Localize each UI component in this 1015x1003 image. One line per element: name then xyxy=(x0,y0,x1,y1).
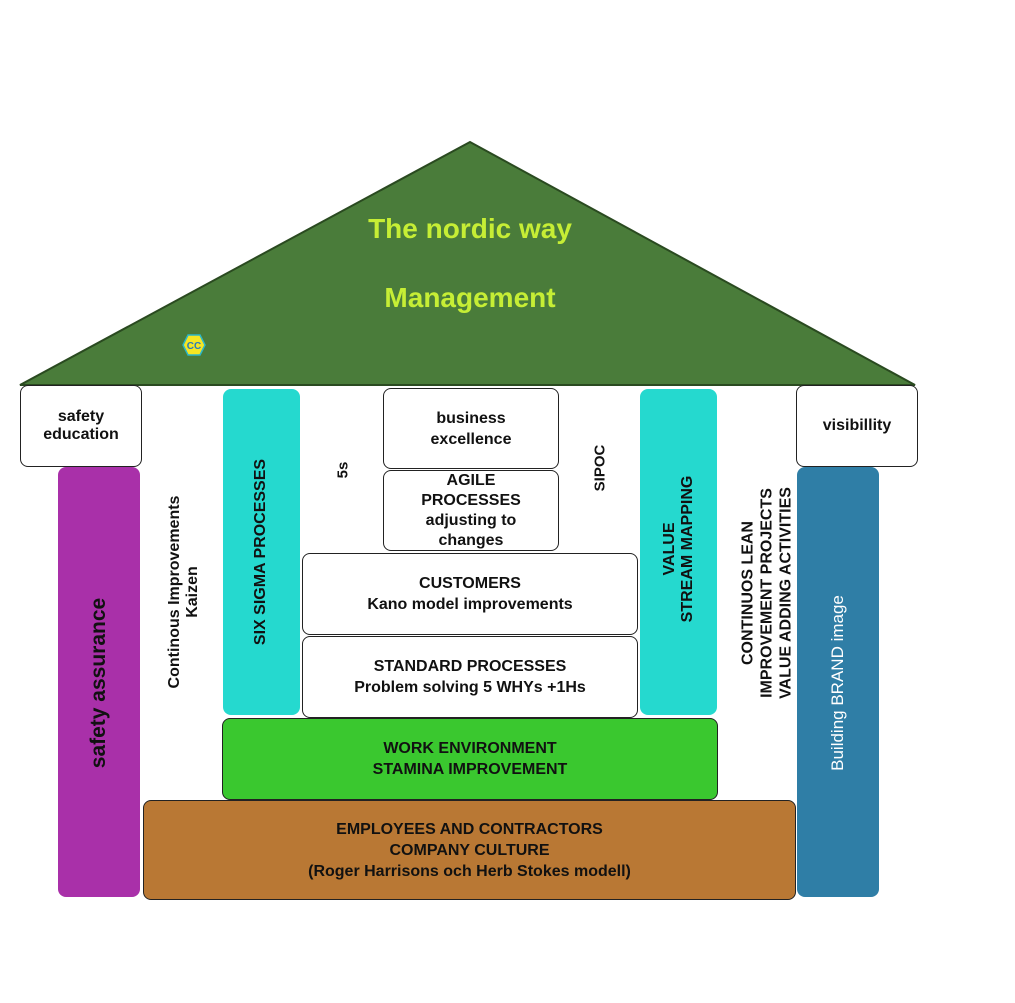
employees-line2: COMPANY CULTURE xyxy=(389,841,550,859)
work-environment-box: WORK ENVIRONMENT STAMINA IMPROVEMENT xyxy=(222,718,718,800)
sipoc-label: SIPOC xyxy=(591,444,609,492)
cc-logo-text: CC xyxy=(187,341,201,352)
safety-assurance-pillar xyxy=(58,467,140,897)
agile-line4: changes xyxy=(438,531,504,549)
roof-title-line2: Management xyxy=(384,282,556,313)
value-stream-label: VALUE STREAM MAPPING xyxy=(661,476,697,623)
safety-assurance-label: safety assurance xyxy=(87,597,110,769)
five-s-label: 5s xyxy=(334,461,352,479)
standard-processes-box: STANDARD PROCESSES Problem solving 5 WHY… xyxy=(302,636,638,718)
continuos-lean-line1: CONTINUOS LEAN xyxy=(739,521,757,666)
value-stream-line2: STREAM MAPPING xyxy=(679,475,696,623)
customers-box: CUSTOMERS Kano model improvements xyxy=(302,553,638,635)
continous-improvements-line2: Kaizen xyxy=(184,566,201,618)
business-excellence-line2: excellence xyxy=(430,430,512,448)
six-sigma-label: SIX SIGMA PROCESSES xyxy=(252,458,269,646)
safety-education-line1: safety xyxy=(57,408,105,425)
work-line1: WORK ENVIRONMENT xyxy=(383,740,557,757)
agile-line2: PROCESSES xyxy=(421,491,521,509)
six-sigma-pillar xyxy=(223,389,300,715)
continuos-lean-label: CONTINUOS LEAN IMPROVEMENT PROJECTS VALU… xyxy=(739,487,796,699)
customers-line1: CUSTOMERS xyxy=(419,575,521,592)
agile-line3: adjusting to xyxy=(425,511,517,529)
agile-line1: AGILE xyxy=(446,471,496,489)
roof-triangle xyxy=(19,140,916,386)
brand-image-pillar xyxy=(797,467,879,897)
continous-improvements-label: Continous Improvements Kaizen xyxy=(166,496,202,689)
visibility-label: visibillity xyxy=(822,417,892,434)
value-stream-line1: VALUE xyxy=(661,522,678,576)
brand-image-label: Building BRAND image xyxy=(828,595,847,771)
work-line2: STAMINA IMPROVEMENT xyxy=(372,761,568,778)
continous-improvements-line1: Continous Improvements xyxy=(166,495,183,689)
employees-line3: (Roger Harrisons och Herb Stokes modell) xyxy=(308,862,631,880)
business-excellence-line1: business xyxy=(436,409,506,427)
employees-line1: EMPLOYEES AND CONTRACTORS xyxy=(336,820,603,838)
business-excellence-box: business excellence xyxy=(383,388,559,469)
customers-line2: Kano model improvements xyxy=(367,596,573,613)
cc-logo-icon: CC xyxy=(182,334,206,356)
standard-line1: STANDARD PROCESSES xyxy=(373,658,567,675)
safety-education-line2: education xyxy=(43,426,119,443)
roof-title-line1: The nordic way xyxy=(368,213,572,244)
employees-base-box: EMPLOYEES AND CONTRACTORS COMPANY CULTUR… xyxy=(143,800,796,900)
roof xyxy=(19,140,916,386)
visibility-box: visibillity xyxy=(796,385,918,467)
agile-processes-box: AGILE PROCESSES adjusting to changes xyxy=(383,470,559,551)
value-stream-pillar xyxy=(640,389,717,715)
continuos-lean-line2: IMPROVEMENT PROJECTS xyxy=(758,488,776,698)
continuos-lean-line3: VALUE ADDING ACTIVITIES xyxy=(777,487,795,699)
standard-line2: Problem solving 5 WHYs +1Hs xyxy=(354,679,586,696)
safety-education-box: safety education xyxy=(20,385,142,467)
